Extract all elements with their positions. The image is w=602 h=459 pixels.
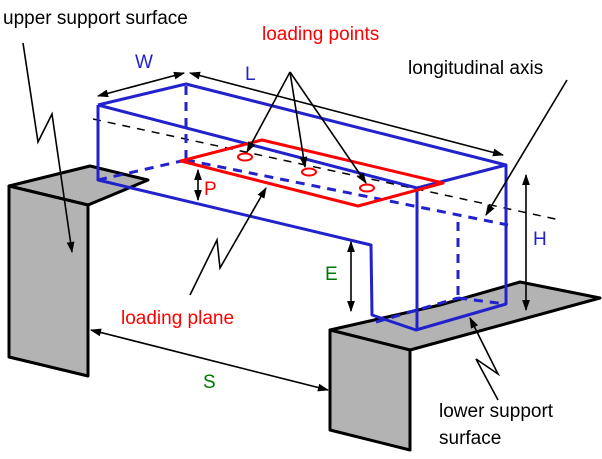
loading-points-label: loading points xyxy=(262,24,379,45)
lower-support-front-face xyxy=(328,328,412,452)
upper-support-front-face xyxy=(7,184,90,378)
loading-plane xyxy=(179,138,445,208)
span-label: S xyxy=(203,372,216,393)
upper-support-surface-label: upper support surface xyxy=(3,8,188,29)
width-dimension-arrow xyxy=(96,71,186,98)
lower-support-leader xyxy=(469,316,501,401)
edge-offset-label: E xyxy=(325,264,338,285)
lower-support-surface-label-line1: lower support xyxy=(439,401,554,422)
beam-left-end xyxy=(96,105,508,332)
loading-plane-leader xyxy=(189,187,267,296)
longitudinal-axis-label: longitudinal axis xyxy=(408,58,543,79)
length-dimension-arrow xyxy=(188,71,505,157)
dimension-arrows xyxy=(89,71,530,392)
plane-offset-label: P xyxy=(204,179,217,200)
loading-plane-label: loading plane xyxy=(121,308,234,329)
height-label: H xyxy=(533,229,547,250)
beam-hidden-edges xyxy=(97,86,509,324)
beam-specimen xyxy=(96,82,508,332)
loading-point-1 xyxy=(237,152,253,162)
length-label: L xyxy=(245,64,256,85)
loading-point-3 xyxy=(359,183,375,193)
lower-support-surface-label-line2: surface xyxy=(439,428,501,449)
loading-point-2 xyxy=(301,167,317,177)
longitudinal-axis-line xyxy=(92,118,561,221)
upper-support-leader xyxy=(22,42,75,254)
upper-support-block xyxy=(7,164,150,378)
longitudinal-axis-leader xyxy=(485,79,568,216)
loading-point-leader-2 xyxy=(289,71,308,169)
span-dimension-arrow xyxy=(89,328,330,392)
width-label: W xyxy=(135,52,153,73)
